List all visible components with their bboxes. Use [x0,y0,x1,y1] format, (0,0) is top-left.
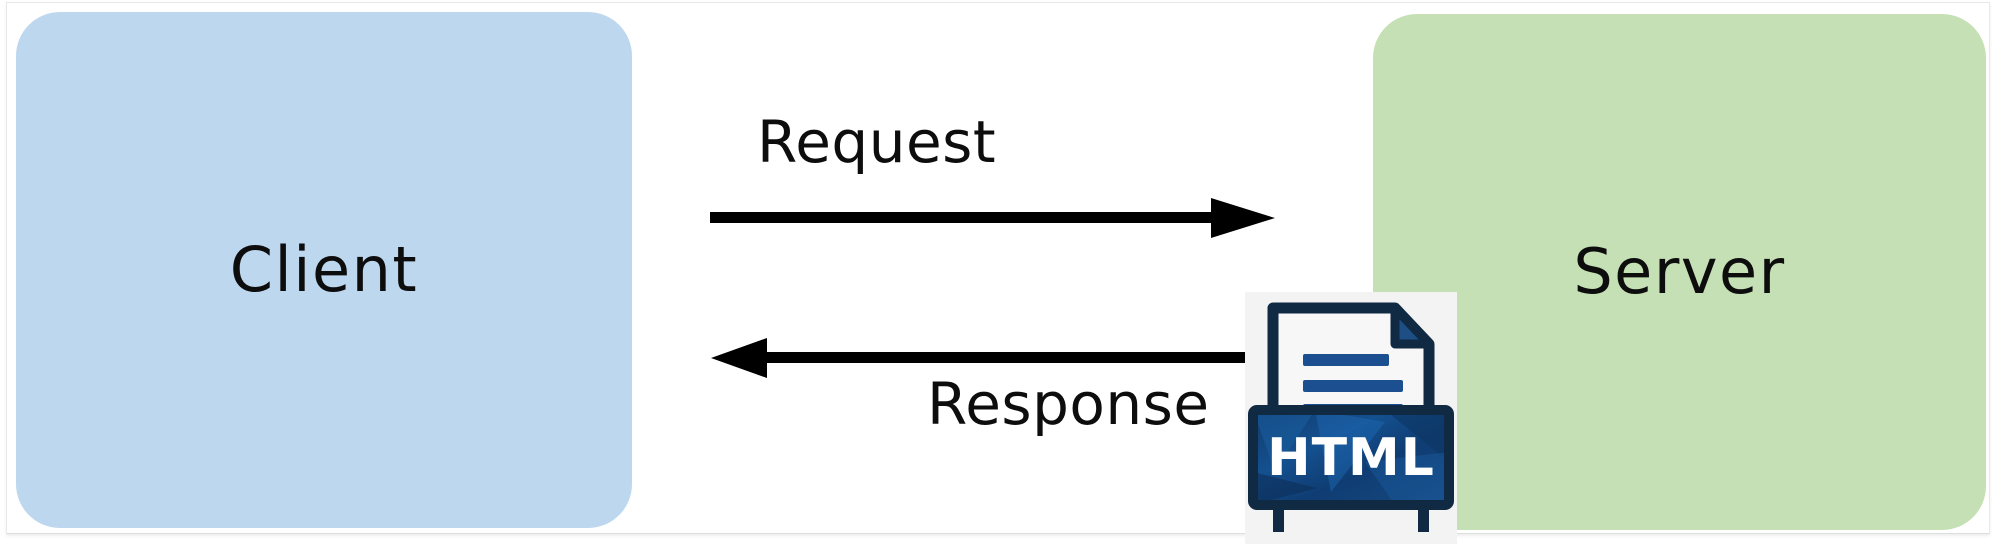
edge-request-arrow-icon [710,198,1275,238]
node-server-label: Server [1573,235,1786,308]
edge-response-arrow-icon [711,338,1257,378]
html-file-icon[interactable]: HTML [1245,292,1457,544]
edge-response-label: Response [927,370,1210,438]
node-server[interactable]: Server [1373,14,1986,530]
node-client[interactable]: Client [16,12,632,528]
node-client-label: Client [229,233,419,306]
html-document-glyph-icon [1248,302,1454,532]
edge-request-label: Request [757,108,997,176]
